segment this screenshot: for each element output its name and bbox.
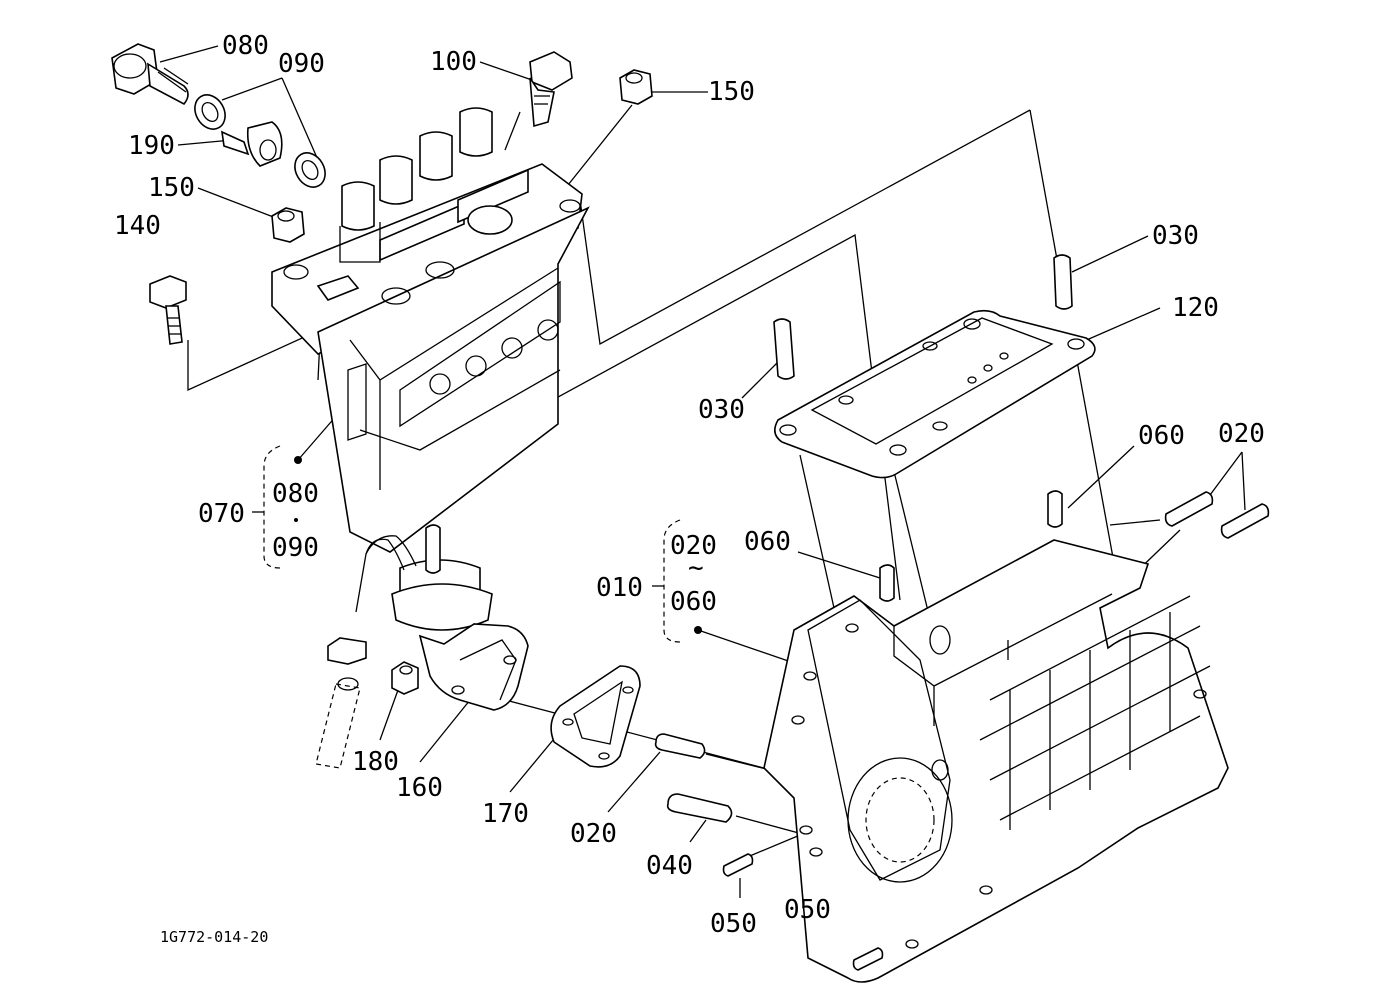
label-160: 160 [396,773,443,803]
injection-pump [271,107,590,553]
bolt-140 [149,275,187,345]
nut-left [271,207,305,243]
label-070: 070 [198,499,245,529]
nut-top [619,69,653,105]
label-020-right: 020 [1218,419,1265,449]
label-060-mid: 060 [744,527,791,557]
label-150-left: 150 [148,173,195,203]
label-060-right: 060 [1138,421,1185,451]
label-080-top: 080 [222,31,269,61]
label-170: 170 [482,799,529,829]
label-050-right: 050 [784,895,831,925]
label-030-left: 030 [698,395,745,425]
label-100: 100 [430,47,477,77]
delivery-valve [529,51,573,128]
group-brackets [252,445,702,643]
label-010: 010 [596,573,643,603]
label-030-right: 030 [1152,221,1199,251]
pins-and-studs-right [879,490,1270,602]
gasket-170 [550,665,641,768]
banjo-bolt-assembly [111,43,326,188]
label-150-top: 150 [708,77,755,107]
label-180: 180 [352,747,399,777]
studs-030 [773,254,1073,380]
label-090-group: 090 [272,533,319,563]
label-050-left: 050 [710,909,757,939]
label-040: 040 [646,851,693,881]
label-140: 140 [114,211,161,241]
label-080-group: 080 [272,479,319,509]
studs-and-pins-bottom [654,733,884,971]
label-020-bottom: 020 [570,819,617,849]
label-020-group: 020 [670,531,717,561]
part-number-labels: 080 090 100 150 190 150 140 030 120 030 … [114,31,1265,946]
gear-case [763,539,1229,983]
label-090-top: 090 [278,49,325,79]
feed-pump [315,524,529,769]
label-060-group: 060 [670,587,717,617]
label-tilde: ~ [688,553,704,583]
gasket-120 [774,309,1096,479]
label-190: 190 [128,131,175,161]
label-120: 120 [1172,293,1219,323]
diagram-code: 1G772-014-20 [160,928,268,946]
